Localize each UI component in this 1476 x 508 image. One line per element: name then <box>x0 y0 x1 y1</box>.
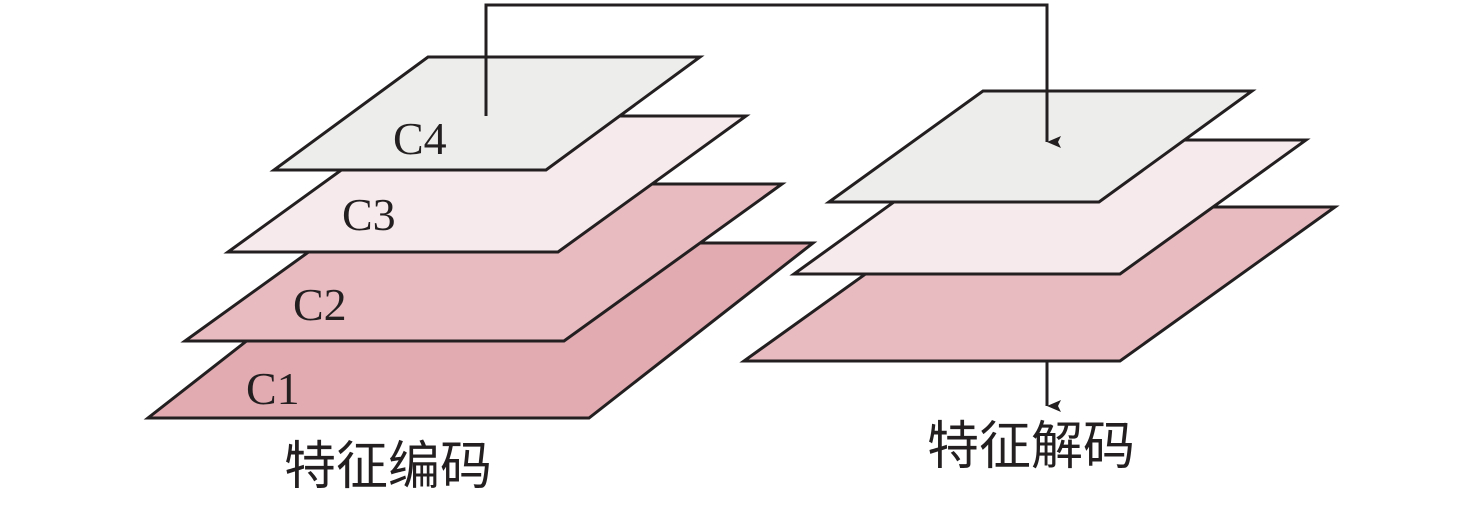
decoder-layer-top <box>824 89 1257 204</box>
layer-label-c3: C3 <box>342 189 396 240</box>
skip-connection-arrow <box>484 3 1061 148</box>
layer-label-c2: C2 <box>293 279 347 330</box>
encoder-caption: 特征编码 <box>284 437 492 497</box>
layer-label-c1: C1 <box>246 363 300 414</box>
layer-label-c4: C4 <box>393 113 447 164</box>
decoder-caption: 特征解码 <box>927 417 1135 477</box>
